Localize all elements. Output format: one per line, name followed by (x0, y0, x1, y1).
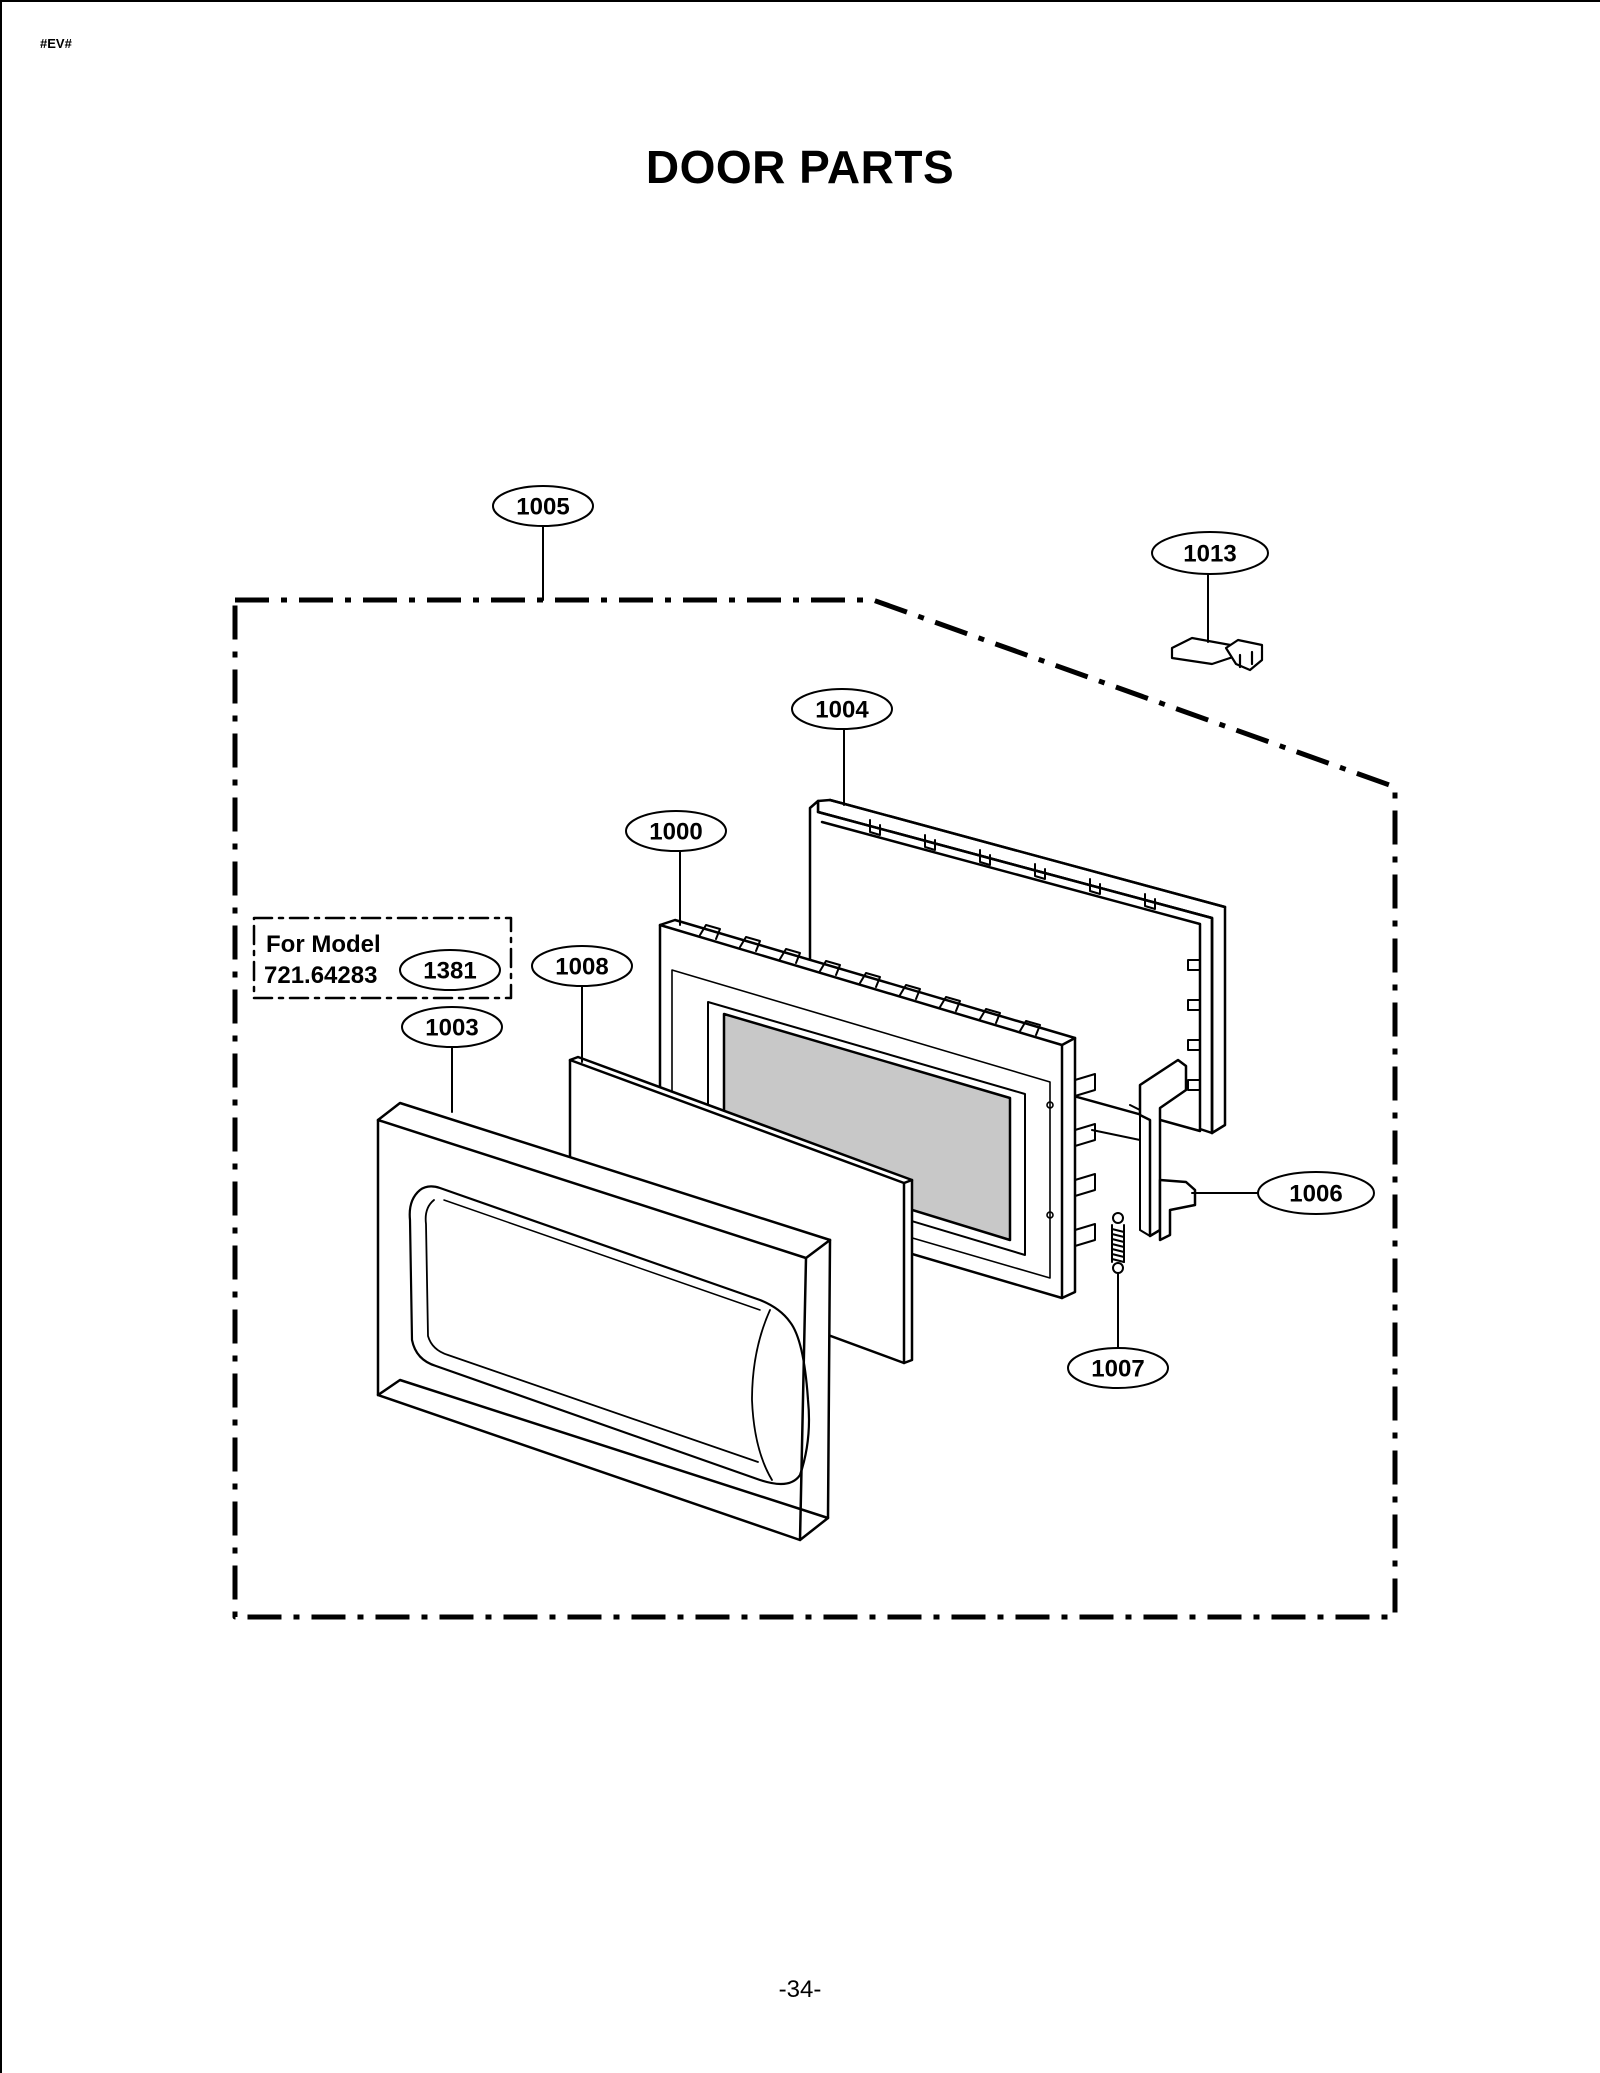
callout-oval-1008 (531, 945, 633, 987)
callout-oval-1000 (625, 810, 727, 852)
callout-1381: 1381 (423, 958, 476, 985)
callout-oval-1381 (399, 949, 501, 991)
callout-oval-1013 (1151, 531, 1269, 575)
callout-oval-1004 (791, 688, 893, 730)
model-note-line2: 721.64283 (264, 962, 377, 989)
callout-oval-1005 (492, 485, 594, 527)
callout-oval-1007 (1067, 1347, 1169, 1389)
assembly-boundary (232, 597, 1398, 1620)
leader-lines (451, 523, 1267, 1348)
callout-oval-1006 (1257, 1171, 1375, 1215)
model-note-line1: For Model (266, 931, 381, 958)
callout-1006: 1006 (1289, 1181, 1342, 1208)
document-tag: #EV# (40, 36, 72, 51)
callout-1005: 1005 (516, 494, 569, 521)
model-note-box (252, 916, 513, 1000)
latch-cover-drawing (1170, 636, 1264, 672)
page-number: -34- (778, 1976, 822, 2003)
spring-drawing (1111, 1212, 1125, 1274)
callout-1004: 1004 (815, 697, 869, 724)
latch-drawing (1091, 1058, 1197, 1242)
callout-oval-1003 (401, 1006, 503, 1048)
callout-1000: 1000 (649, 819, 702, 846)
callout-1003: 1003 (425, 1015, 478, 1042)
callout-1007: 1007 (1091, 1356, 1144, 1383)
page-title: DOOR PARTS (645, 141, 955, 193)
callout-1008: 1008 (555, 954, 608, 981)
callout-1013: 1013 (1183, 541, 1236, 568)
door-panel-drawing (376, 1101, 832, 1542)
callout-ovals (399, 485, 1375, 1389)
